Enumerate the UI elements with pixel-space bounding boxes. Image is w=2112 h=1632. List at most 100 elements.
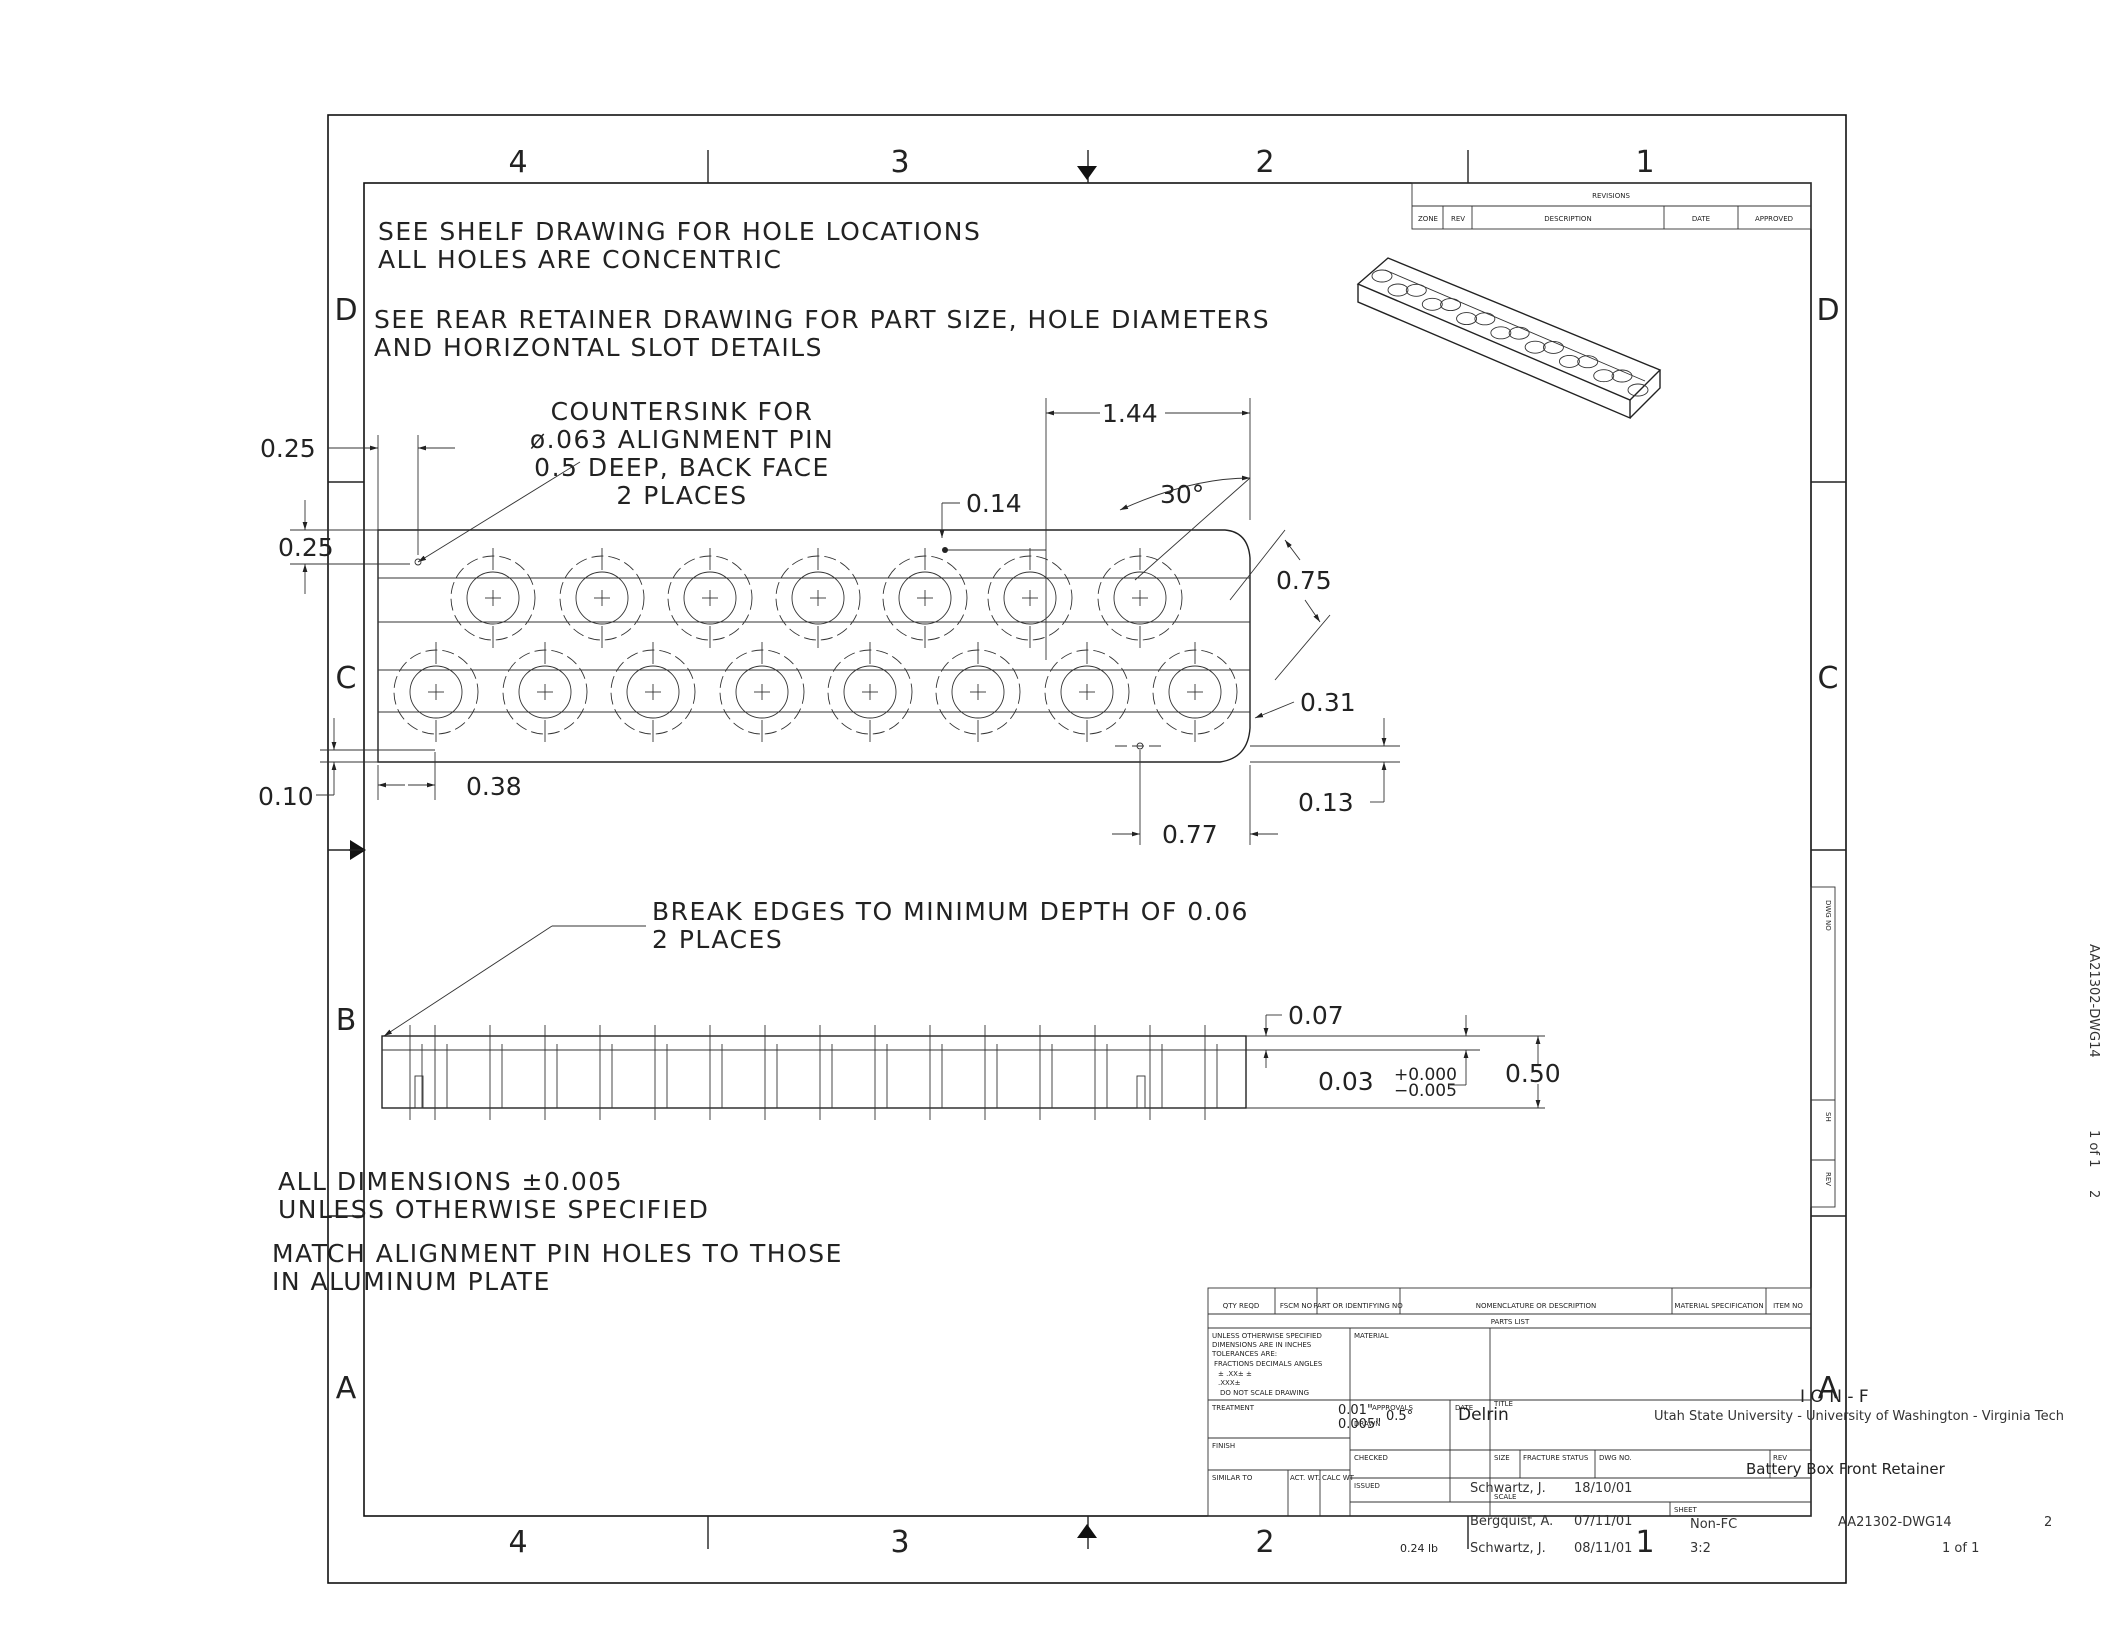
iso-hole-a-6 [1542, 340, 1564, 354]
drawn-label: DRAWN [1354, 1420, 1381, 1428]
issued-label: ISSUED [1354, 1482, 1380, 1490]
parts-header-item: ITEM NO [1773, 1302, 1803, 1310]
tol-line-3: TOLERANCES ARE: [1211, 1350, 1277, 1358]
date-label: DATE [1455, 1404, 1473, 1412]
tol-decimal-value: 0.01" [1338, 1403, 1373, 1418]
side-view-dimensions: 0.07 0.03 +0.000 −0.005 0.50 [1246, 1001, 1561, 1109]
hole-top-5 [882, 548, 968, 648]
dim-0-03: 0.03 [1318, 1067, 1374, 1096]
zone-col-1-bottom: 1 [1635, 1525, 1654, 1560]
side-text-sheet: 1 of 1 [2086, 1130, 2101, 1167]
organization: Utah State University - University of Wa… [1654, 1409, 2064, 1424]
dim-0-75: 0.75 [1276, 566, 1332, 595]
dim-1-44: 1.44 [1102, 399, 1158, 428]
center-mark-bottom [1077, 1524, 1097, 1538]
rev-value: 2 [2044, 1515, 2052, 1530]
revisions-header-approved: APPROVED [1755, 215, 1793, 223]
parts-header-qty: QTY REQD [1223, 1302, 1259, 1310]
part-title: Battery Box Front Retainer [1746, 1460, 1946, 1478]
hole-top-4 [775, 548, 861, 648]
approvals-label: APPROVALS [1372, 1404, 1414, 1412]
revisions-header-date: DATE [1692, 215, 1710, 223]
weight-value: 0.24 lb [1400, 1542, 1438, 1555]
iso-hole-a-1 [1371, 269, 1393, 283]
note-countersink-line2: ø.063 ALIGNMENT PIN [530, 425, 834, 454]
iso-hole-b-3 [1456, 312, 1478, 326]
note-countersink-line3: 0.5 DEEP, BACK FACE [534, 453, 830, 482]
iso-hole-a-7 [1577, 355, 1599, 369]
note-dimensions-line2: UNLESS OTHERWISE SPECIFIED [278, 1195, 709, 1224]
dim-0-13: 0.13 [1298, 788, 1354, 817]
zone-col-4-top: 4 [508, 145, 527, 180]
parts-header-part: PART OR IDENTIFYING NO [1313, 1302, 1403, 1310]
front-view [377, 529, 1251, 763]
zone-row-a-right: A [1818, 1371, 1839, 1406]
dim-0-50: 0.50 [1505, 1059, 1561, 1088]
note-shelf-line2: ALL HOLES ARE CONCENTRIC [378, 245, 782, 274]
iso-hole-b-4 [1490, 326, 1512, 340]
side-pin-hole-1 [414, 1075, 424, 1109]
treatment-label: TREATMENT [1211, 1404, 1255, 1412]
parts-header-nomenclature: NOMENCLATURE OR DESCRIPTION [1476, 1302, 1597, 1310]
checked-by: Bergquist, A. [1470, 1514, 1553, 1529]
scale-label: SCALE [1494, 1493, 1516, 1501]
revisions-header-description: DESCRIPTION [1544, 215, 1591, 223]
dim-0-07: 0.07 [1288, 1001, 1344, 1030]
material-label: MATERIAL [1354, 1332, 1389, 1340]
material-value: Delrin [1458, 1405, 1509, 1425]
iso-hole-b-6 [1558, 354, 1580, 368]
inner-border [363, 182, 1812, 1517]
dim-0-25-horizontal: 0.25 [260, 434, 316, 463]
hole-top-6 [987, 548, 1073, 648]
zone-row-d-left: D [334, 293, 357, 328]
dim-0-10: 0.10 [258, 782, 314, 811]
issued-date: 08/11/01 [1574, 1541, 1632, 1556]
side-text-dwg: AA21302-DWG14 [2086, 944, 2101, 1058]
hole-bottom-5 [827, 642, 913, 742]
zone-col-4-bottom: 4 [508, 1525, 527, 1560]
hole-bottom-3 [610, 642, 696, 742]
zone-ticks [328, 150, 1846, 1549]
hole-bottom-8 [1152, 642, 1238, 742]
hole-top-3 [667, 548, 753, 648]
side-info-block: DWG NO SH REV [1810, 886, 1836, 1208]
calc-wt-label: CALC WT [1322, 1474, 1355, 1482]
hole-bottom-7 [1044, 642, 1130, 742]
zone-col-3-top: 3 [890, 145, 909, 180]
act-wt-label: ACT. WT. [1290, 1474, 1320, 1482]
fracture-label: FRACTURE STATUS [1523, 1454, 1589, 1462]
outer-border [327, 114, 1847, 1584]
note-shelf-line1: SEE SHELF DRAWING FOR HOLE LOCATIONS [378, 217, 981, 246]
iso-hole-b-5 [1524, 340, 1546, 354]
side-view [381, 1025, 1247, 1120]
zone-row-d-right: D [1816, 293, 1839, 328]
org-partial-title: I O N - F [1800, 1387, 1869, 1407]
issued-by: Schwartz, J. [1470, 1541, 1546, 1556]
zone-row-c-right: C [1818, 661, 1839, 696]
dim-0-03-tol-minus: −0.005 [1394, 1081, 1457, 1101]
parts-list: QTY REQD FSCM NO PART OR IDENTIFYING NO … [1207, 1287, 1812, 1329]
note-match-line2: IN ALUMINUM PLATE [272, 1267, 551, 1296]
tol-line-7: DO NOT SCALE DRAWING [1220, 1389, 1309, 1397]
dwg-no-label: DWG NO. [1599, 1454, 1632, 1462]
rev-label: REV [1773, 1454, 1787, 1462]
title-label: TITLE [1493, 1400, 1513, 1408]
side-label-dwg-no: DWG NO [1824, 900, 1832, 931]
dim-0-31: 0.31 [1300, 688, 1356, 717]
parts-header-material: MATERIAL SPECIFICATION [1674, 1302, 1763, 1310]
revisions-header-zone: ZONE [1418, 215, 1438, 223]
side-pin-hole-2 [1136, 1075, 1146, 1109]
alignment-pin-hole-1 [414, 558, 422, 566]
tol-line-5: ± .XX± ± [1218, 1370, 1252, 1378]
tol-decimal3-value: 0.005" [1338, 1417, 1381, 1432]
side-label-rev: REV [1824, 1172, 1832, 1186]
iso-hole-b-2 [1421, 297, 1443, 311]
scale-value: 3:2 [1690, 1541, 1711, 1556]
iso-hole-b-7 [1593, 369, 1615, 383]
hole-top-1 [450, 548, 536, 648]
checked-label: CHECKED [1354, 1454, 1388, 1462]
note-match-line1: MATCH ALIGNMENT PIN HOLES TO THOSE [272, 1239, 843, 1268]
parts-header-fscm: FSCM NO [1280, 1302, 1313, 1310]
tol-angle-value: 0.5° [1386, 1409, 1413, 1424]
